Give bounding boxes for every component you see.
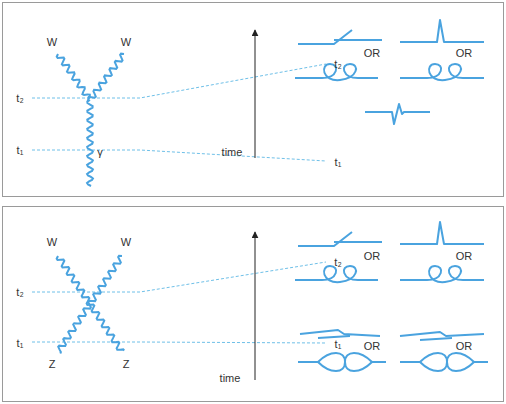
- particle-label: Z: [123, 359, 130, 370]
- panel-frame: [3, 3, 504, 197]
- open-string: [298, 30, 382, 44]
- time-mark: t₂: [16, 93, 23, 104]
- boson-line: [88, 54, 124, 99]
- time-arrow: [255, 232, 256, 380]
- particle-label: W: [121, 237, 131, 248]
- closed-string-loop: [400, 266, 484, 282]
- open-string: [400, 222, 484, 244]
- time-slice-line: [32, 150, 326, 161]
- open-string: [300, 330, 380, 338]
- open-string: [400, 332, 484, 340]
- time-mark: t₂: [334, 59, 341, 70]
- closed-string-loop: [400, 64, 484, 80]
- closed-string-loop: [295, 266, 378, 282]
- or-label: OR: [364, 341, 381, 352]
- or-label: OR: [456, 251, 473, 262]
- or-label: OR: [456, 48, 473, 59]
- particle-label: γ: [97, 147, 103, 158]
- boson-line: [58, 256, 122, 354]
- time-slice-line: [32, 64, 326, 98]
- time-mark: t₁: [335, 157, 342, 168]
- time-arrow: [255, 30, 256, 158]
- panel-frame: [3, 207, 504, 402]
- time-mark: t₂: [16, 287, 23, 298]
- string-kink: [365, 104, 430, 124]
- time-slice-line: [32, 342, 326, 343]
- closed-string-loop: [400, 353, 488, 371]
- or-label: OR: [456, 341, 473, 352]
- boson-line: [57, 54, 90, 102]
- open-string: [400, 20, 484, 42]
- particle-label: W: [47, 237, 57, 248]
- open-string: [298, 232, 382, 246]
- time-mark: t₁: [17, 338, 24, 349]
- time-mark: t₁: [335, 339, 342, 350]
- time-mark: t₁: [17, 145, 24, 156]
- closed-string-loop: [298, 353, 386, 371]
- or-label: OR: [364, 251, 381, 262]
- particle-label: W: [121, 37, 131, 48]
- axis-label: time: [222, 147, 243, 158]
- particle-label: W: [47, 37, 57, 48]
- axis-label: time: [220, 373, 241, 384]
- time-mark: t₂: [334, 257, 341, 268]
- particle-label: Z: [49, 359, 56, 370]
- or-label: OR: [364, 48, 381, 59]
- boson-line: [87, 100, 93, 186]
